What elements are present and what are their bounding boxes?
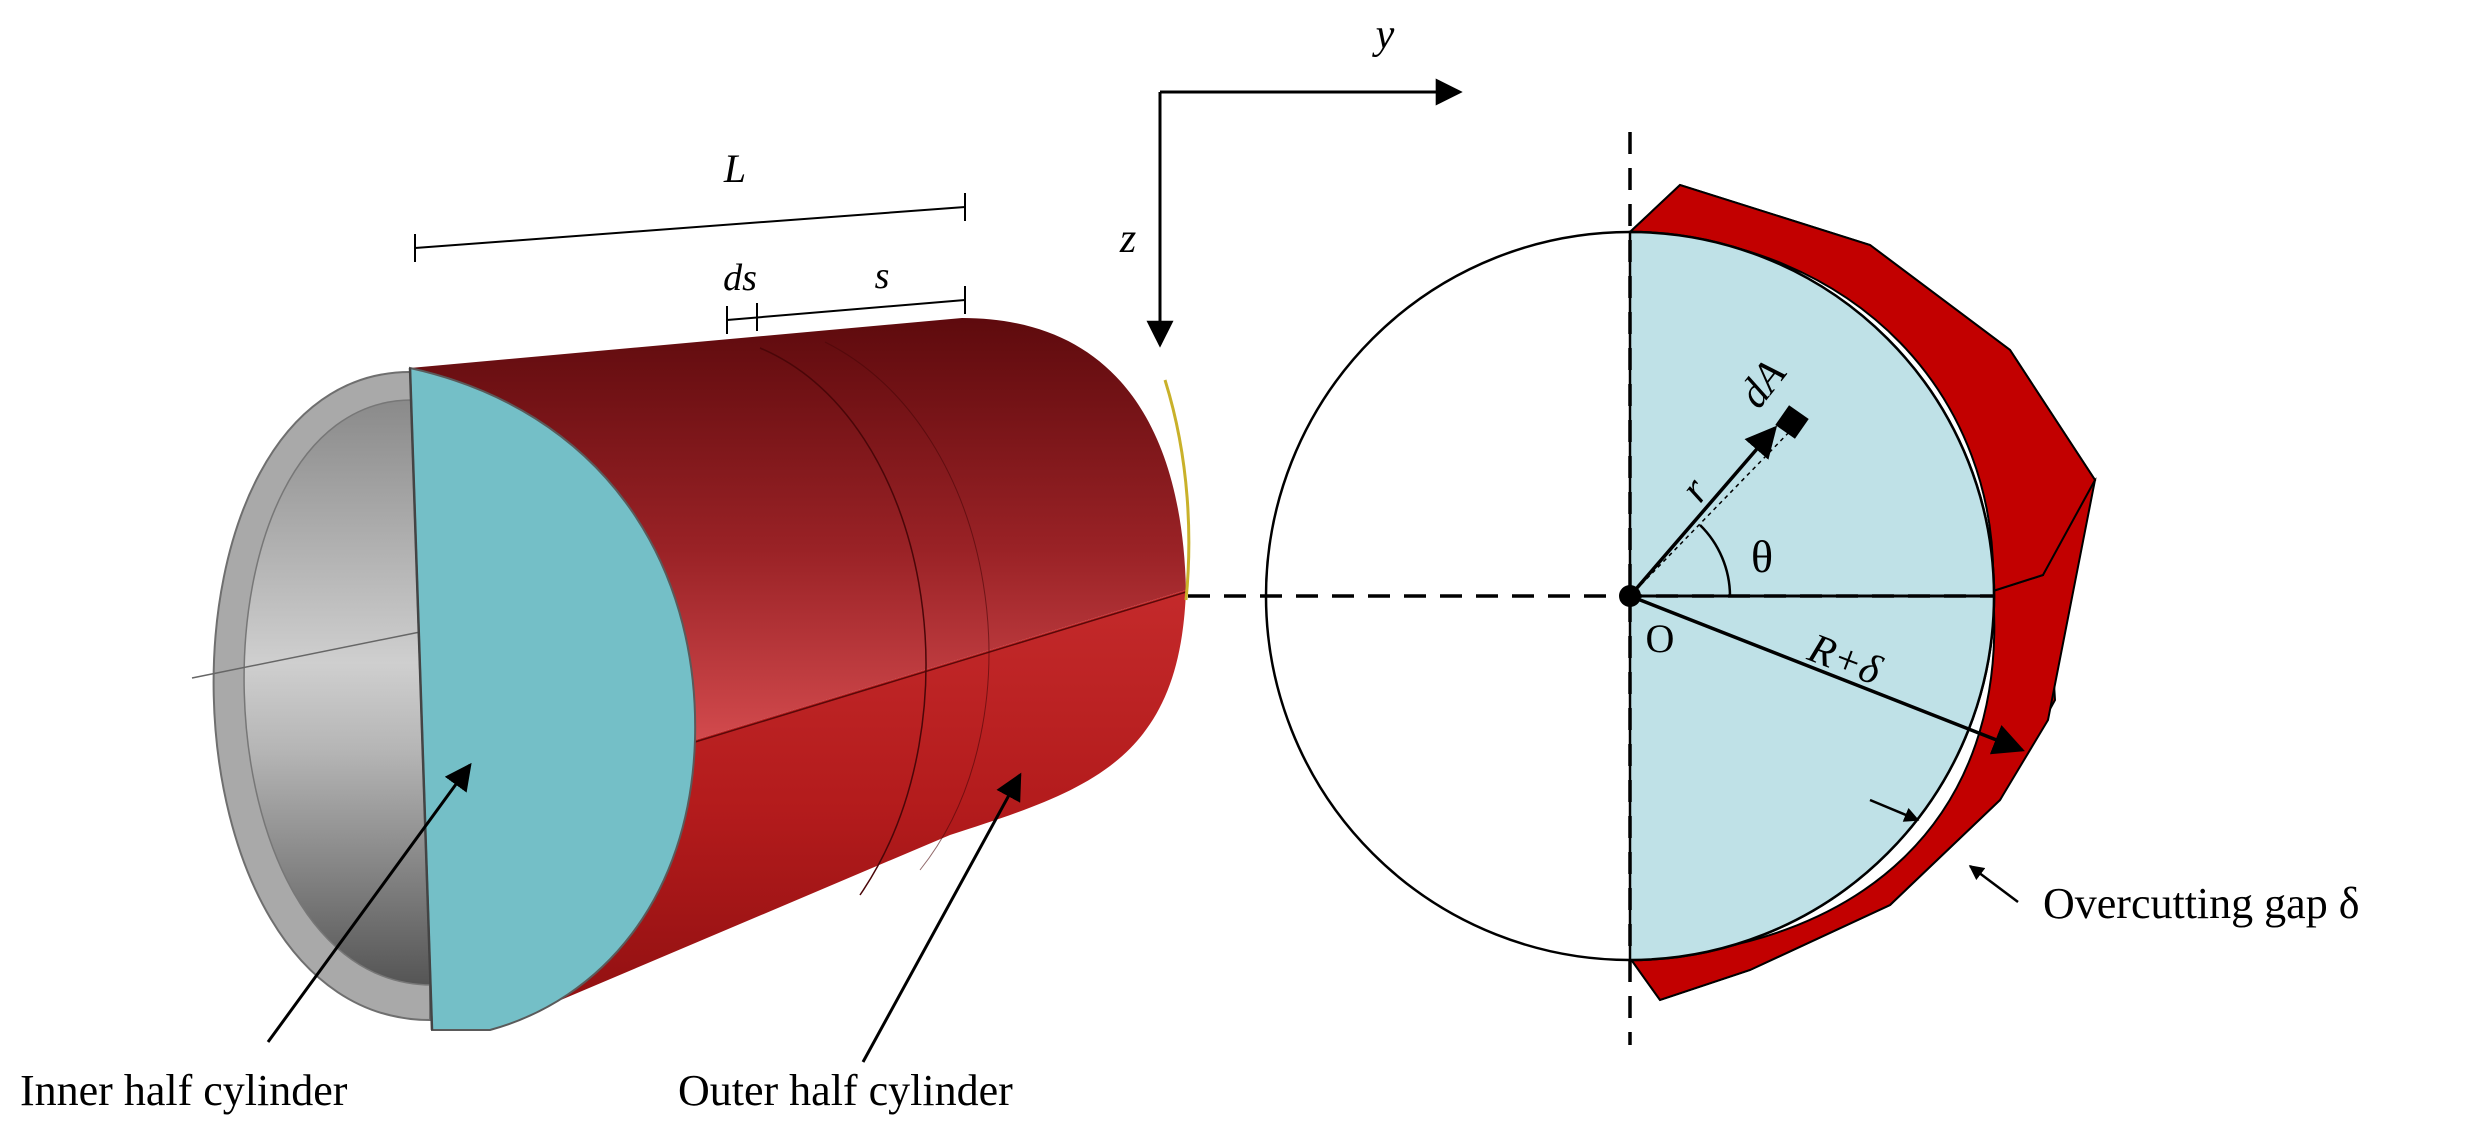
- outer-red-end-edge: [1163, 379, 1191, 601]
- area-element-dA: [1775, 405, 1809, 439]
- label-overcutting-gap: Overcutting gap δ: [2043, 879, 2359, 928]
- dim-L-line: [414, 206, 966, 249]
- label-L: L: [723, 146, 746, 191]
- outer-red-seam: [694, 591, 1187, 743]
- outer-red-upper: [410, 318, 1186, 740]
- inner-shell-surface: [243, 399, 433, 986]
- arrow-outer: [861, 772, 1022, 1063]
- outer-red-ring-2: [824, 341, 990, 871]
- label-inner-half-cylinder: Inner half cylinder: [20, 1066, 348, 1115]
- vector-r: [1628, 425, 1778, 598]
- cylinder-3d: L ds s Inner half cylinder Outer half cy…: [20, 146, 1191, 1115]
- outer-red-lower: [490, 590, 1186, 1030]
- face-left-edge: [408, 367, 434, 1031]
- dim-s-line: [726, 299, 966, 321]
- vector-R-plus-delta: [1629, 594, 2025, 755]
- gap-arrow-inner: [1869, 798, 1920, 822]
- arrow-inner: [266, 762, 472, 1043]
- gap-arrow-outer: [1968, 865, 2019, 903]
- label-ds: ds: [723, 257, 757, 299]
- inner-shell-seam: [191, 631, 421, 679]
- label-outer-half-cylinder: Outer half cylinder: [678, 1066, 1013, 1115]
- label-y-axis: y: [1372, 12, 1395, 58]
- inner-half-face: [408, 366, 697, 1031]
- outer-red-ring-1: [759, 347, 927, 896]
- label-z-axis: z: [1119, 216, 1136, 262]
- coordinate-axes: y z: [1119, 12, 1463, 348]
- cross-section: O r dA θ R+δ Overcutting gap δ: [1188, 132, 2359, 1045]
- label-theta: θ: [1751, 531, 1773, 582]
- label-s: s: [875, 255, 890, 297]
- label-origin: O: [1646, 616, 1675, 661]
- theta-arc: [1699, 524, 1732, 597]
